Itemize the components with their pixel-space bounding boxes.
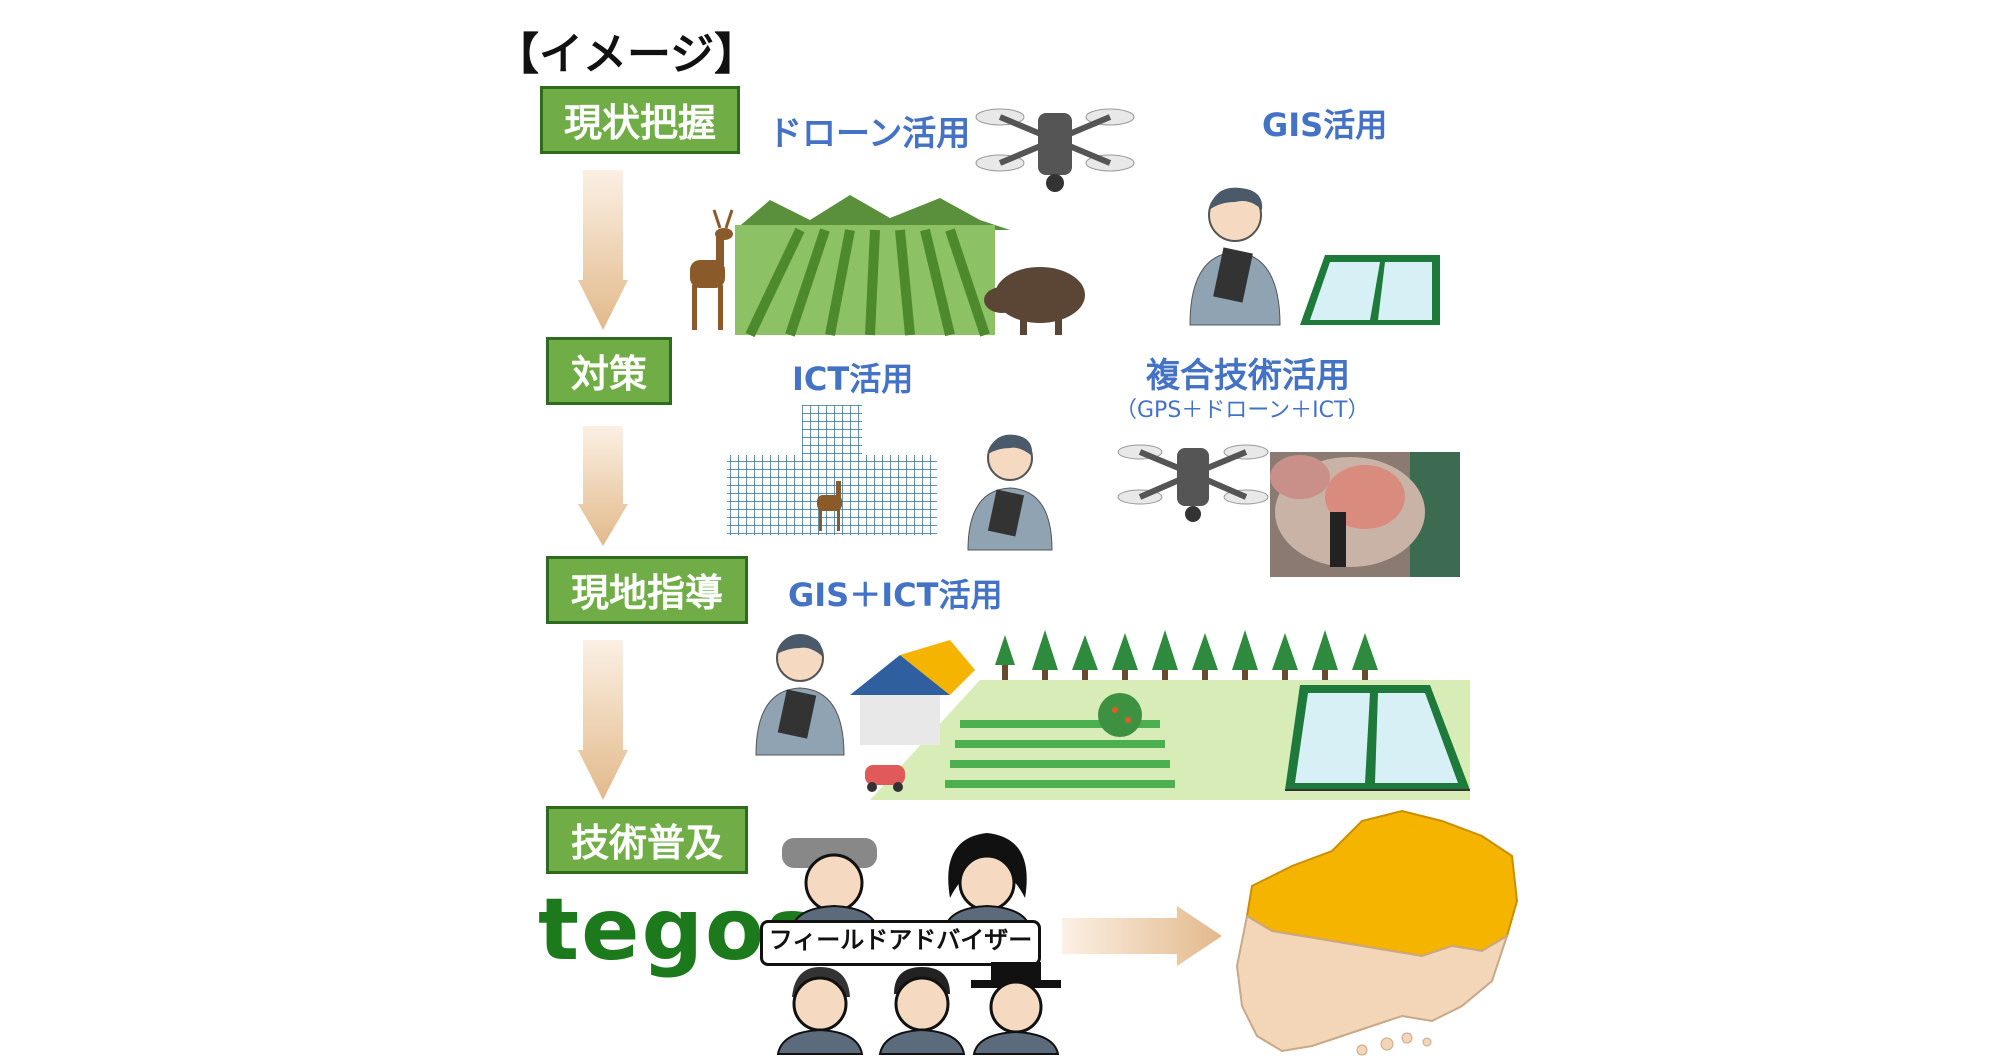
dissemination-arrow [1062, 906, 1222, 966]
label-complex-sub: （GPS＋ドローン＋ICT） [1115, 398, 1370, 423]
label-gis: GIS活用 [1262, 106, 1388, 144]
step-onsite-guidance: 現地指導 [546, 556, 748, 624]
flow-arrow-1 [578, 170, 628, 330]
adviser-person-2-icon [943, 833, 1032, 929]
gis-person-icon [1189, 187, 1281, 326]
label-gis-ict: GIS＋ICT活用 [788, 576, 1003, 614]
step-tech-dissemination: 技術普及 [546, 806, 748, 874]
gis-fields-illustration [1300, 255, 1440, 325]
flow-arrow-2 [578, 426, 628, 546]
field-adviser-label: フィールドアドバイザー [760, 920, 1041, 966]
flow-arrow-3 [578, 640, 628, 800]
adviser-person-5-icon [971, 962, 1061, 1055]
guidance-person-icon [755, 634, 845, 756]
drone-icon [975, 108, 1135, 192]
label-ict: ICT活用 [792, 360, 914, 398]
ict-fence-illustration [727, 405, 937, 535]
label-drone: ドローン活用 [768, 114, 971, 154]
step-countermeasure: 対策 [546, 337, 672, 405]
step-current-status: 現状把握 [540, 86, 740, 154]
farm-field-illustration [690, 195, 1085, 338]
adviser-person-1-icon [782, 838, 879, 929]
drone-complex-icon [1117, 444, 1269, 522]
adviser-person-3-icon [776, 967, 864, 1055]
monkey-gps-collar-photo [1270, 452, 1460, 577]
prefecture-map [1235, 809, 1519, 1056]
ict-person-icon [967, 434, 1053, 551]
adviser-person-4-icon [878, 967, 966, 1055]
label-complex: 複合技術活用 [1146, 356, 1350, 396]
page-title: 【イメージ】 [495, 29, 759, 80]
village-farm-illustration [850, 630, 1470, 800]
